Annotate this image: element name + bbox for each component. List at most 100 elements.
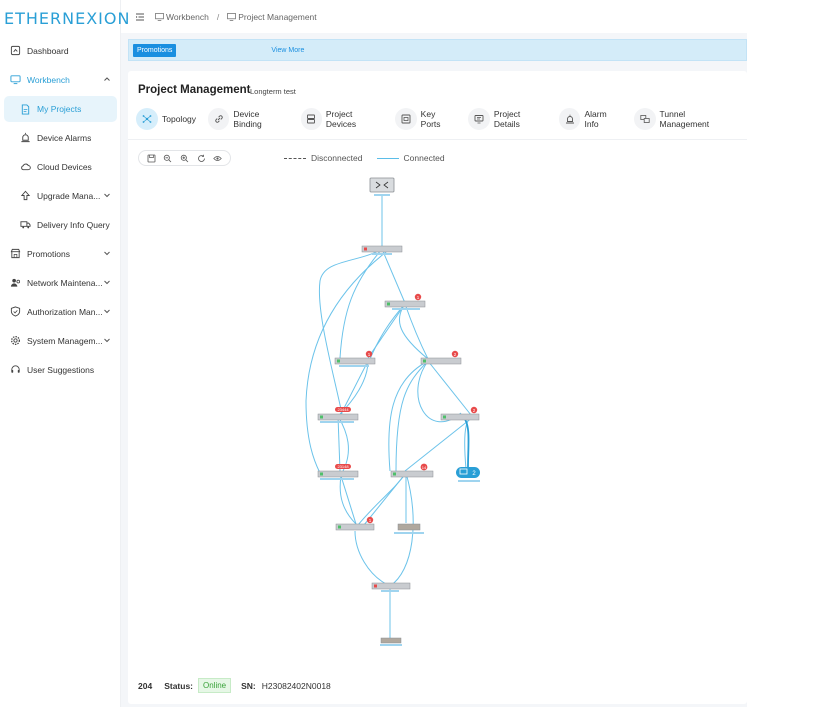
dashboard-icon (10, 45, 21, 56)
switch-port (374, 584, 377, 588)
switch-label (380, 644, 402, 646)
switch-node[interactable]: 23444 (317, 407, 359, 423)
sidebar-item-workbench[interactable]: Workbench (0, 65, 121, 94)
tab-alarm-info[interactable]: Alarm Info (559, 106, 622, 132)
switch-node[interactable]: 1 (384, 293, 426, 310)
chevron-down-icon (104, 309, 110, 314)
alarm-badge (335, 464, 351, 469)
link (367, 303, 406, 359)
link (318, 248, 383, 415)
promotions-tag[interactable]: Promotions (133, 43, 177, 57)
switch-node[interactable]: 2 (440, 406, 480, 421)
switch-node[interactable]: 1 (334, 350, 376, 367)
switch-port (364, 247, 367, 251)
gateway-node[interactable] (394, 523, 424, 534)
sidebar-item-upgrade-management[interactable]: Upgrade Mana... (0, 181, 121, 210)
sidebar-item-user-suggestions[interactable]: User Suggestions (0, 355, 121, 384)
router-label (374, 194, 390, 196)
sidebar-item-promotions[interactable]: Promotions (0, 239, 121, 268)
tab-device-binding[interactable]: Device Binding (208, 106, 288, 132)
alarm-badge (414, 293, 422, 301)
alarm-badge (451, 350, 459, 358)
sn-label: SN: (241, 680, 256, 691)
tab-label: Topology (162, 114, 197, 124)
alarm-badge (420, 463, 428, 471)
promotions-banner: Promotions View More (128, 39, 747, 61)
sidebar-item-label: Cloud Devices (37, 161, 92, 172)
menu-fold-icon[interactable] (135, 12, 145, 22)
project-card: Project Management Longterm test Topolog… (128, 71, 747, 704)
eye-icon[interactable] (213, 154, 222, 163)
tab-key-ports[interactable]: Key Ports (395, 106, 456, 132)
switch-node[interactable]: 2 (420, 350, 462, 365)
sidebar-item-label: Dashboard (27, 45, 69, 56)
switch-port (338, 525, 341, 529)
zoom-in-icon[interactable] (180, 154, 189, 163)
tab-label: Device Binding (233, 109, 262, 129)
client-count: 2 (472, 471, 476, 477)
link (339, 248, 383, 359)
link (395, 360, 429, 472)
alarm-count: 23444 (337, 407, 349, 412)
switch-node[interactable]: 14 (390, 463, 434, 478)
alarm-count: 2 (454, 352, 457, 357)
switch-label (372, 253, 392, 255)
switch-body (380, 637, 402, 644)
switch-node[interactable] (361, 245, 403, 255)
breadcrumb-workbench[interactable]: Workbench (155, 12, 209, 22)
alarm-badge (335, 407, 351, 412)
serial-number: H23082402N0018 (261, 680, 331, 691)
tab-project-details[interactable]: Project Details (468, 106, 547, 132)
tab-topology[interactable]: Topology (136, 106, 196, 132)
breadcrumb-label: Workbench (166, 11, 209, 22)
sidebar-item-device-alarms[interactable]: Device Alarms (0, 123, 121, 152)
sidebar-item-cloud-devices[interactable]: Cloud Devices (0, 152, 121, 181)
switch-port (320, 472, 323, 476)
view-more-link[interactable]: View More (271, 46, 305, 54)
device-status-bar: 204 Status: Online SN: H23082402N0018 (138, 678, 331, 693)
sidebar-item-authorization-management[interactable]: Authorization Man... (0, 297, 121, 326)
link (339, 475, 357, 525)
tab-tunnel-management[interactable]: Tunnel Management (634, 106, 735, 132)
alarm-count: 2 (473, 408, 476, 413)
truck-icon (20, 219, 31, 230)
save-icon[interactable] (147, 154, 156, 163)
sidebar-item-network-maintenance[interactable]: Network Maintena... (0, 268, 121, 297)
brand-logo[interactable]: ETHERNEXION (4, 9, 131, 28)
monitor-icon (227, 12, 237, 21)
switch-node[interactable] (371, 582, 411, 592)
switch-node[interactable]: 23148 (317, 464, 359, 480)
switch-node[interactable]: 1 (335, 516, 375, 531)
switch-port (443, 415, 446, 419)
top-bar: Workbench / Project Management (121, 0, 747, 33)
edge-switch-node[interactable] (380, 637, 402, 646)
gateway-body (397, 523, 421, 531)
gear-icon (10, 335, 21, 346)
switch-body (361, 245, 403, 253)
tunnel-icon (634, 108, 656, 130)
alarm-badge (470, 406, 478, 414)
switch-port (393, 472, 396, 476)
zoom-out-icon[interactable] (163, 154, 172, 163)
sidebar-item-my-projects[interactable]: My Projects (4, 96, 117, 122)
breadcrumb-project-management[interactable]: Project Management (227, 12, 317, 22)
alarm-icon (559, 108, 581, 130)
sidebar-item-delivery-info-query[interactable]: Delivery Info Query (0, 210, 121, 239)
sidebar-item-system-management[interactable]: System Managem... (0, 326, 121, 355)
switch-body (335, 523, 375, 531)
sidebar-item-label: My Projects (37, 104, 82, 114)
router-node[interactable] (369, 177, 395, 196)
link (354, 530, 391, 587)
sidebar-item-label: Upgrade Mana... (37, 190, 101, 201)
tab-project-devices[interactable]: Project Devices (300, 106, 384, 132)
chevron-down-icon (104, 338, 110, 343)
switch-label (320, 421, 354, 423)
switch-label (381, 590, 399, 592)
sidebar-item-dashboard[interactable]: Dashboard (0, 36, 121, 65)
tab-label: Alarm Info (584, 109, 607, 129)
refresh-icon[interactable] (197, 154, 206, 163)
client-node[interactable]: 2 (456, 467, 480, 482)
switch-body (371, 582, 411, 590)
tab-label: Tunnel Management (659, 109, 710, 129)
tab-divider (128, 139, 747, 140)
